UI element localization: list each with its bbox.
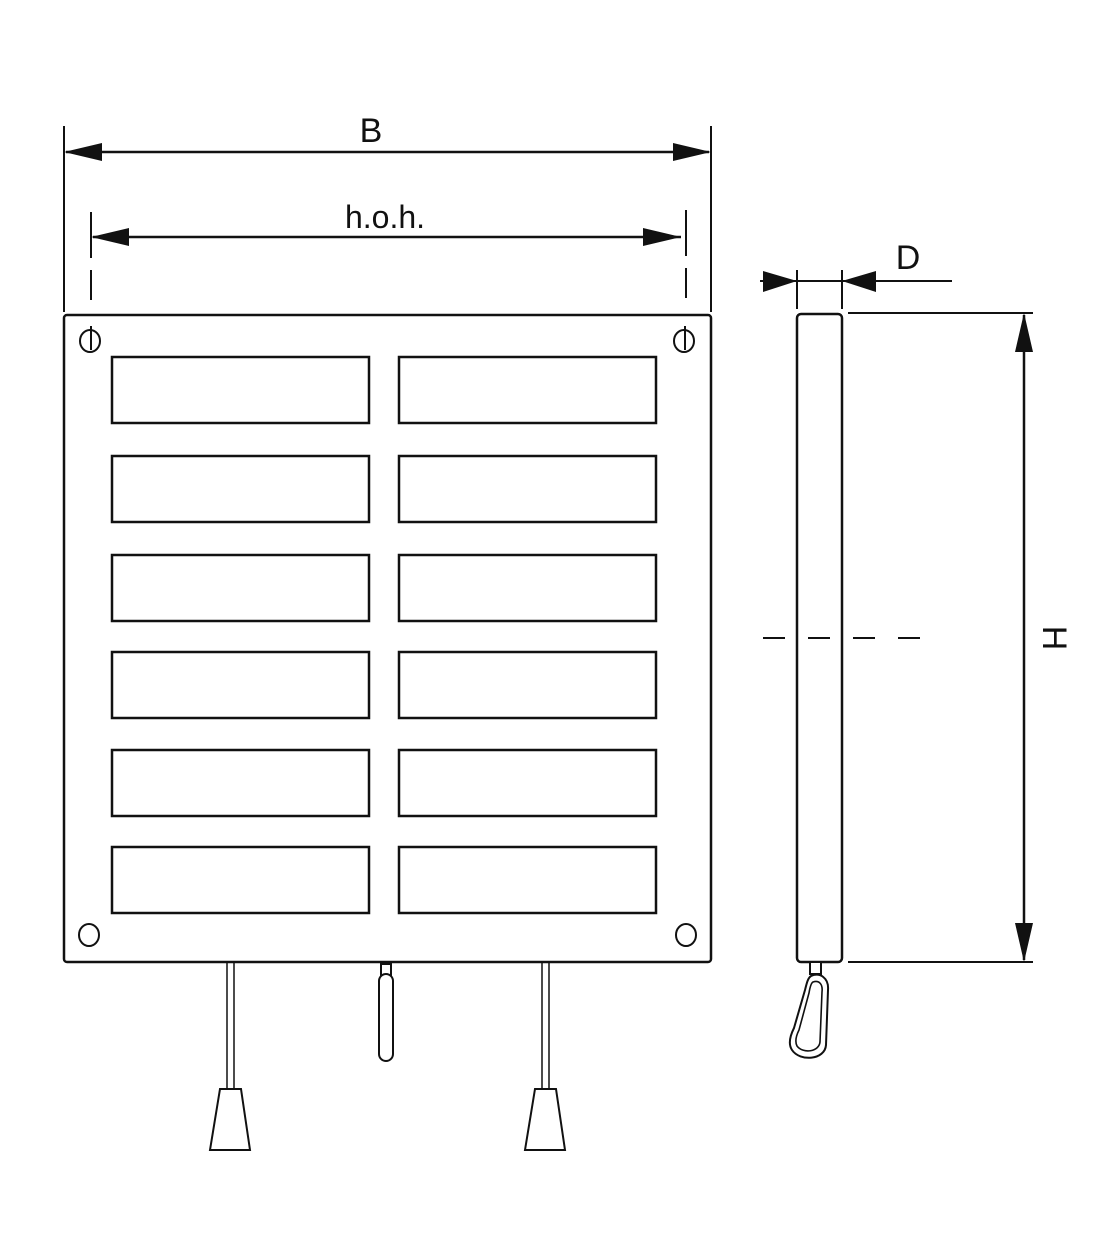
slot [110,355,371,425]
side-view: D H [760,239,1073,1059]
label-h: H [1035,626,1073,651]
dimension-h: H [848,312,1073,963]
center-handle-icon [378,963,394,1062]
label-d: D [896,239,921,277]
slot [397,650,658,720]
slot [397,553,658,623]
mounting-hole-icon [78,923,100,947]
cord-weight-icon [208,1088,252,1151]
slot [110,748,371,818]
dimension-b: B [63,112,712,312]
cord-weight-icon [523,1088,567,1151]
carabiner-hook-icon [788,961,830,1059]
arrow-right-icon [673,143,711,161]
arrow-down-icon [1015,923,1033,962]
slot [110,650,371,720]
mounting-hole-icon [675,923,697,947]
arrow-left-icon [64,143,102,161]
label-b: B [360,112,383,150]
slot [397,355,658,425]
pull-cord-right [523,963,567,1151]
mounting-hole-icon [79,326,101,353]
arrow-right-icon [643,228,681,246]
front-view [62,313,713,1151]
slot [397,454,658,524]
arrow-left-icon [842,271,876,292]
slot [110,553,371,623]
slot [397,748,658,818]
label-hoh: h.o.h. [345,199,425,235]
arrow-left-icon [91,228,129,246]
mounting-hole-icon [673,326,695,353]
slot [110,454,371,524]
slot [397,845,658,915]
slot-grid [110,355,658,915]
pull-cord-left [208,963,252,1151]
grille-panel [62,313,713,964]
arrow-right-icon [763,271,797,292]
dimension-hoh: h.o.h. [90,199,687,300]
slot [110,845,371,915]
dimension-d: D [760,239,952,309]
arrow-up-icon [1015,313,1033,352]
